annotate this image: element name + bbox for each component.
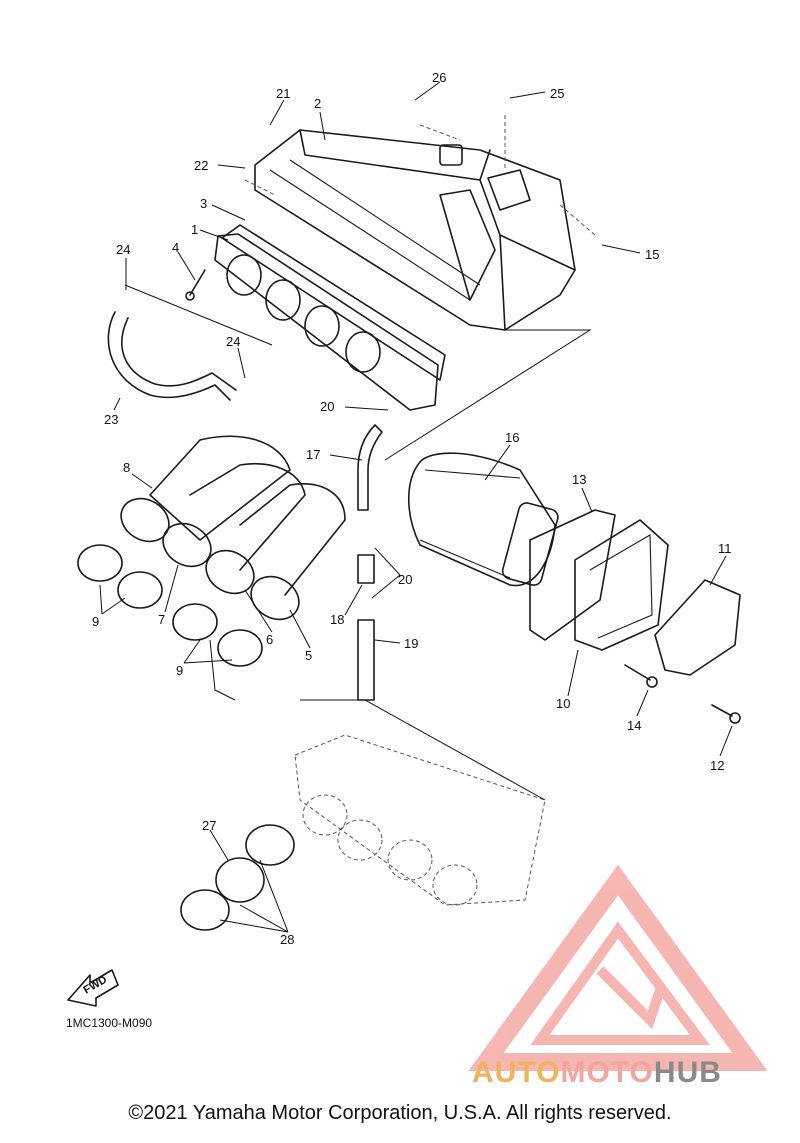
watermark-brand-part2: MOTO: [560, 1056, 654, 1089]
callout-6: 6: [266, 632, 273, 647]
gasket: [221, 224, 446, 381]
callout-21: 21: [276, 86, 290, 101]
watermark-logo-icon: [468, 864, 768, 1071]
screw-12-icon: [711, 704, 741, 724]
callout-16: 16: [505, 430, 519, 445]
watermark-brand: AUTOMOTOHUB: [472, 1056, 722, 1090]
callout-19: 19: [404, 636, 418, 651]
callout-20a: 20: [320, 399, 334, 414]
callout-9b: 9: [176, 663, 183, 678]
watermark-brand-part3: HUB: [653, 1056, 722, 1089]
callout-15: 15: [645, 247, 659, 262]
carburetor-assembly: [209, 639, 546, 906]
callout-7: 7: [158, 612, 165, 627]
drain-hose-upper: [357, 424, 383, 511]
screw-14-icon: [624, 664, 658, 688]
drain-hose-lower: [357, 619, 375, 701]
diagram-code: 1MC1300-M090: [66, 1016, 153, 1030]
callout-23: 23: [104, 412, 118, 427]
callout-4: 4: [172, 240, 179, 255]
callout-14: 14: [627, 718, 641, 733]
seal: [529, 509, 616, 641]
lower-joint-clamps: [180, 824, 295, 931]
callout-9a: 9: [92, 614, 99, 629]
callout-28: 28: [280, 932, 294, 947]
callout-17: 17: [306, 447, 320, 462]
breather-hose: [107, 311, 237, 401]
air-filter-element: [407, 452, 559, 587]
callout-18: 18: [330, 612, 344, 627]
callout-1: 1: [191, 222, 198, 237]
callout-12: 12: [710, 758, 724, 773]
air-cleaner-case: [254, 129, 576, 331]
joint-plate: [214, 233, 439, 411]
callout-22: 22: [194, 158, 208, 173]
hose-clamps: [77, 544, 263, 667]
callout-5: 5: [305, 648, 312, 663]
callout-24b: 24: [226, 334, 240, 349]
callout-leaders: [99, 81, 733, 933]
case-cap: [574, 519, 669, 651]
callout-24a: 24: [116, 242, 130, 257]
callout-10: 10: [556, 696, 570, 711]
watermark-brand-part1: AUTO: [472, 1056, 561, 1089]
callout-11: 11: [718, 541, 732, 556]
callout-8: 8: [123, 460, 130, 475]
callout-3: 3: [200, 196, 207, 211]
fwd-arrow-icon: FWD: [67, 969, 119, 1007]
screw-4-icon: [185, 269, 206, 301]
copyright-notice: ©2021 Yamaha Motor Corporation, U.S.A. A…: [128, 1102, 672, 1124]
callout-25: 25: [550, 86, 564, 101]
callout-2: 2: [314, 96, 321, 111]
callout-labels: 1 2 3 4 5 6 7 8 9 9 10 11 12 13 14 15 16…: [92, 70, 732, 947]
callout-27: 27: [202, 818, 216, 833]
callout-26: 26: [432, 70, 446, 85]
callout-13: 13: [572, 472, 586, 487]
callout-20b: 20: [398, 572, 412, 587]
drain-fitting: [357, 554, 375, 584]
case-cover: [654, 579, 741, 676]
carburetor-joints: [120, 435, 346, 621]
